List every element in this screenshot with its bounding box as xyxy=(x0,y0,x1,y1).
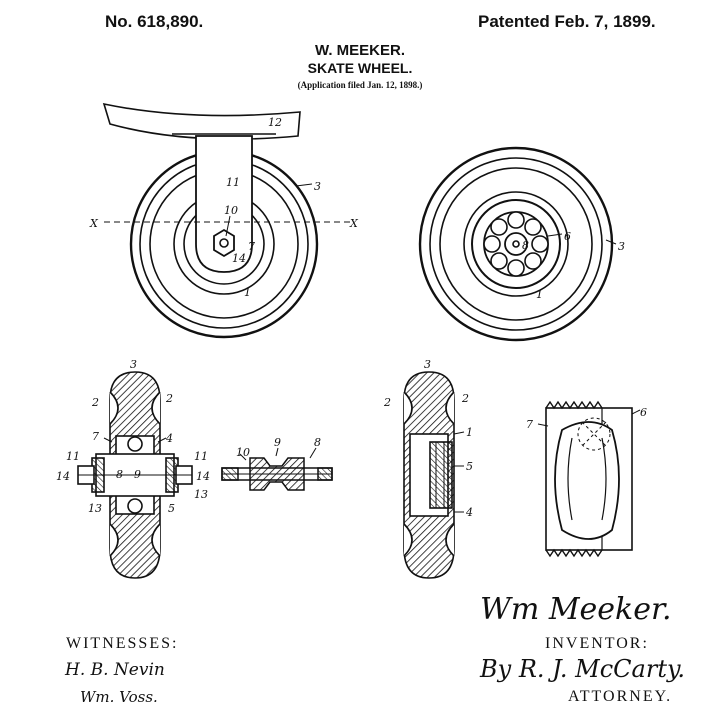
ref-label: 14 xyxy=(232,252,246,265)
ref-label: 12 xyxy=(268,116,282,129)
ref-label: 3 xyxy=(130,358,137,371)
bearing-ball-detail xyxy=(554,421,620,540)
ref-label: 7 xyxy=(92,430,99,443)
inventor-label: INVENTOR: xyxy=(545,635,649,652)
ref-label: X xyxy=(349,217,359,230)
ref-label: 2 xyxy=(165,392,173,405)
fig-detail-labels: 7 6 xyxy=(526,406,647,431)
fig-section-right xyxy=(403,371,465,579)
ref-label: 3 xyxy=(618,240,625,253)
ref-label: 5 xyxy=(168,502,175,515)
axle-nut-icon xyxy=(213,228,235,258)
ref-label: 13 xyxy=(88,502,102,515)
ref-label: 2 xyxy=(461,392,469,405)
witnesses-label: WITNESSES: xyxy=(66,635,179,652)
ref-label: 8 xyxy=(522,239,529,252)
ref-label: 1 xyxy=(466,426,473,439)
fig-section-left-labels: 3 2 2 7 4 11 11 14 14 8 9 13 13 5 xyxy=(56,358,210,515)
fig-axle xyxy=(221,447,333,491)
ref-label: 4 xyxy=(465,506,473,519)
ref-label: 5 xyxy=(466,460,473,473)
ref-label: 9 xyxy=(134,468,141,481)
ball-bearings xyxy=(483,211,549,277)
ball-cage xyxy=(429,441,453,509)
ref-label: 11 xyxy=(194,450,208,463)
inventor-signature: Wm Meeker. xyxy=(480,592,672,627)
bracket-11 xyxy=(195,135,253,273)
attorney-signature: By R. J. McCarty. xyxy=(480,655,685,683)
ref-label: 14 xyxy=(56,470,70,483)
fig-section-right-labels: 3 2 2 1 5 4 xyxy=(383,358,473,519)
witness-signature-1: H. B. Nevin xyxy=(65,660,165,680)
ref-label: 11 xyxy=(66,450,80,463)
axle-hub xyxy=(504,232,528,256)
ref-label: 9 xyxy=(274,436,281,449)
ref-label: 2 xyxy=(91,396,99,409)
ref-label: 7 xyxy=(248,240,255,253)
ref-label: 8 xyxy=(314,436,321,449)
ref-label: 10 xyxy=(236,446,250,459)
fig-side-labels: 12 11 3 10 7 14 1 X X xyxy=(89,116,359,299)
wheel-outer xyxy=(418,146,614,342)
ref-label: 11 xyxy=(226,176,240,189)
ref-label: 8 xyxy=(116,468,123,481)
ref-label: 6 xyxy=(564,230,571,243)
witness-signature-2: Wm. Voss. xyxy=(80,688,158,706)
ref-label: 1 xyxy=(244,286,251,299)
ref-label: 10 xyxy=(224,204,238,217)
fig-section-left xyxy=(77,371,193,579)
ref-label: 3 xyxy=(314,180,321,193)
attorney-label: ATTORNEY. xyxy=(568,688,673,705)
ref-label: 14 xyxy=(196,470,210,483)
ref-label: 13 xyxy=(194,488,208,501)
ref-label: 6 xyxy=(640,406,647,419)
patent-date: Patented Feb. 7, 1899. xyxy=(478,12,656,31)
fig-side-view xyxy=(102,102,354,339)
footplate-12 xyxy=(102,102,301,140)
ref-label: X xyxy=(89,217,99,230)
fig-axle-labels: 10 9 8 xyxy=(236,436,321,459)
ref-label: 1 xyxy=(536,288,543,301)
ref-label: 7 xyxy=(526,418,533,431)
ref-label: 2 xyxy=(383,396,391,409)
inventor-name: W. MEEKER. xyxy=(314,42,405,59)
fig-rear-labels: 8 6 3 1 xyxy=(522,230,625,301)
fig-rear-view xyxy=(418,146,617,342)
patent-number: No. 618,890. xyxy=(105,12,204,31)
fig-detail xyxy=(537,400,641,558)
patent-title: SKATE WHEEL. xyxy=(307,60,413,76)
ref-label: 3 xyxy=(424,358,431,371)
ref-label: 4 xyxy=(165,432,173,445)
application-filed-note: (Application filed Jan. 12, 1898.) xyxy=(297,80,423,90)
